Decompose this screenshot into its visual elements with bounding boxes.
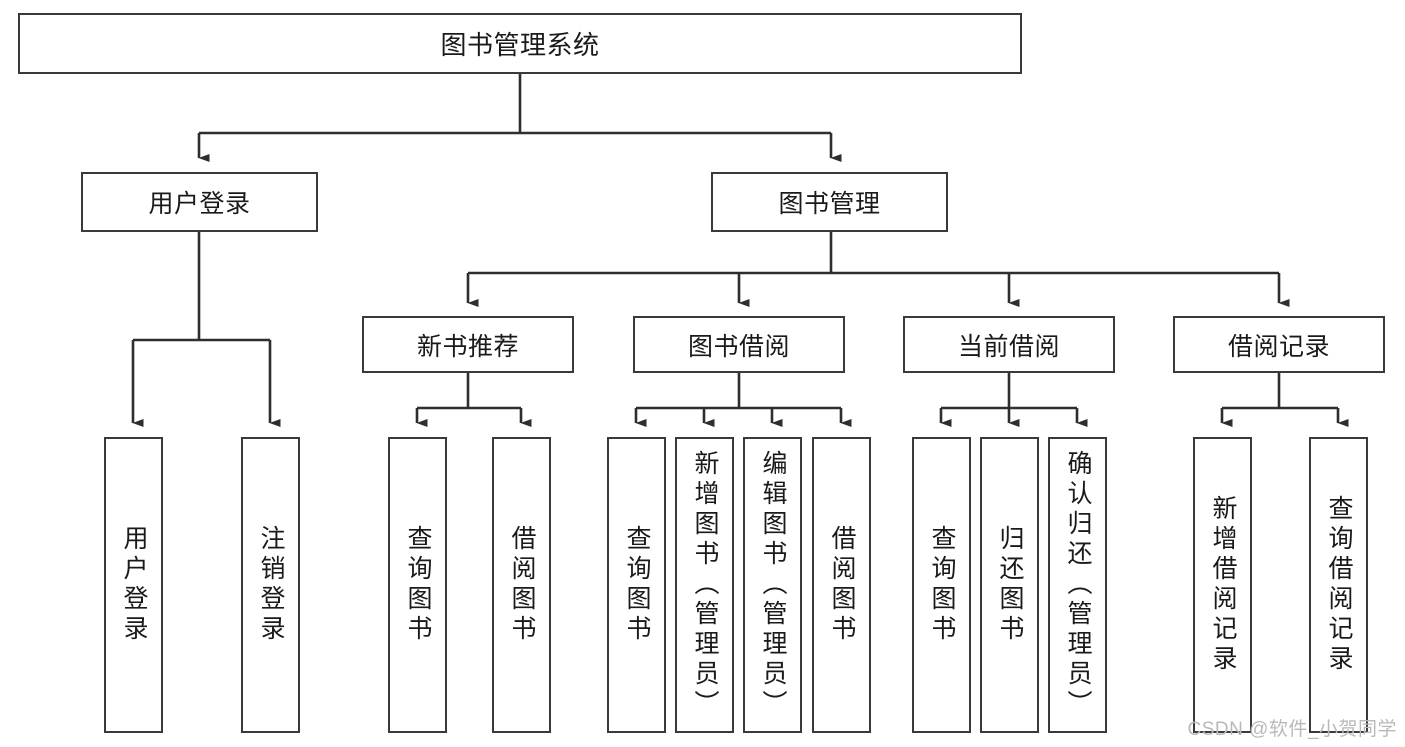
node-user-login[interactable]: 用户登录 bbox=[81, 172, 318, 232]
node-root[interactable]: 图书管理系统 bbox=[18, 13, 1022, 74]
node-leaf-return-book-label: 归还图书 bbox=[996, 525, 1024, 645]
watermark: CSDN @软件_小贺同学 bbox=[1187, 719, 1397, 740]
node-leaf-edit-book-label: 编辑图书（管理员） bbox=[759, 450, 787, 720]
node-leaf-add-book-label: 新增图书（管理员） bbox=[691, 450, 719, 720]
node-leaf-query-book-1[interactable]: 查询图书 bbox=[388, 437, 447, 733]
node-book-manage-label: 图书管理 bbox=[778, 190, 881, 218]
node-leaf-user-login-label: 用户登录 bbox=[120, 525, 148, 645]
node-leaf-borrow-book-1-label: 借阅图书 bbox=[508, 525, 536, 645]
node-book-borrow-label: 图书借阅 bbox=[687, 332, 790, 361]
node-leaf-add-record-label: 新增借阅记录 bbox=[1209, 495, 1237, 675]
node-leaf-logout-login[interactable]: 注销登录 bbox=[241, 437, 300, 733]
node-leaf-query-book-3-label: 查询图书 bbox=[928, 525, 956, 645]
node-new-book-recommend[interactable]: 新书推荐 bbox=[362, 316, 574, 373]
node-leaf-confirm-return-label: 确认归还（管理员） bbox=[1064, 450, 1092, 720]
node-current-borrow[interactable]: 当前借阅 bbox=[903, 316, 1115, 373]
node-leaf-add-record[interactable]: 新增借阅记录 bbox=[1193, 437, 1252, 733]
node-leaf-borrow-book-2[interactable]: 借阅图书 bbox=[812, 437, 871, 733]
node-current-borrow-label: 当前借阅 bbox=[957, 332, 1060, 361]
node-leaf-borrow-book-1[interactable]: 借阅图书 bbox=[492, 437, 551, 733]
node-leaf-return-book[interactable]: 归还图书 bbox=[980, 437, 1039, 733]
node-root-label: 图书管理系统 bbox=[440, 30, 600, 60]
node-leaf-query-record-label: 查询借阅记录 bbox=[1325, 495, 1353, 675]
node-leaf-query-book-3[interactable]: 查询图书 bbox=[912, 437, 971, 733]
node-borrow-record-label: 借阅记录 bbox=[1227, 332, 1330, 361]
node-leaf-query-book-2-label: 查询图书 bbox=[623, 525, 651, 645]
node-leaf-add-book[interactable]: 新增图书（管理员） bbox=[675, 437, 734, 733]
node-leaf-query-book-2[interactable]: 查询图书 bbox=[607, 437, 666, 733]
node-leaf-logout-login-label: 注销登录 bbox=[257, 525, 285, 645]
node-leaf-borrow-book-2-label: 借阅图书 bbox=[828, 525, 856, 645]
node-leaf-query-book-1-label: 查询图书 bbox=[404, 525, 432, 645]
node-leaf-edit-book[interactable]: 编辑图书（管理员） bbox=[743, 437, 802, 733]
node-leaf-confirm-return[interactable]: 确认归还（管理员） bbox=[1048, 437, 1107, 733]
node-leaf-user-login[interactable]: 用户登录 bbox=[104, 437, 163, 733]
node-leaf-query-record[interactable]: 查询借阅记录 bbox=[1309, 437, 1368, 733]
node-borrow-record[interactable]: 借阅记录 bbox=[1173, 316, 1385, 373]
node-book-manage[interactable]: 图书管理 bbox=[711, 172, 948, 232]
node-new-book-recommend-label: 新书推荐 bbox=[416, 332, 519, 361]
node-user-login-label: 用户登录 bbox=[148, 190, 251, 218]
node-book-borrow[interactable]: 图书借阅 bbox=[633, 316, 845, 373]
